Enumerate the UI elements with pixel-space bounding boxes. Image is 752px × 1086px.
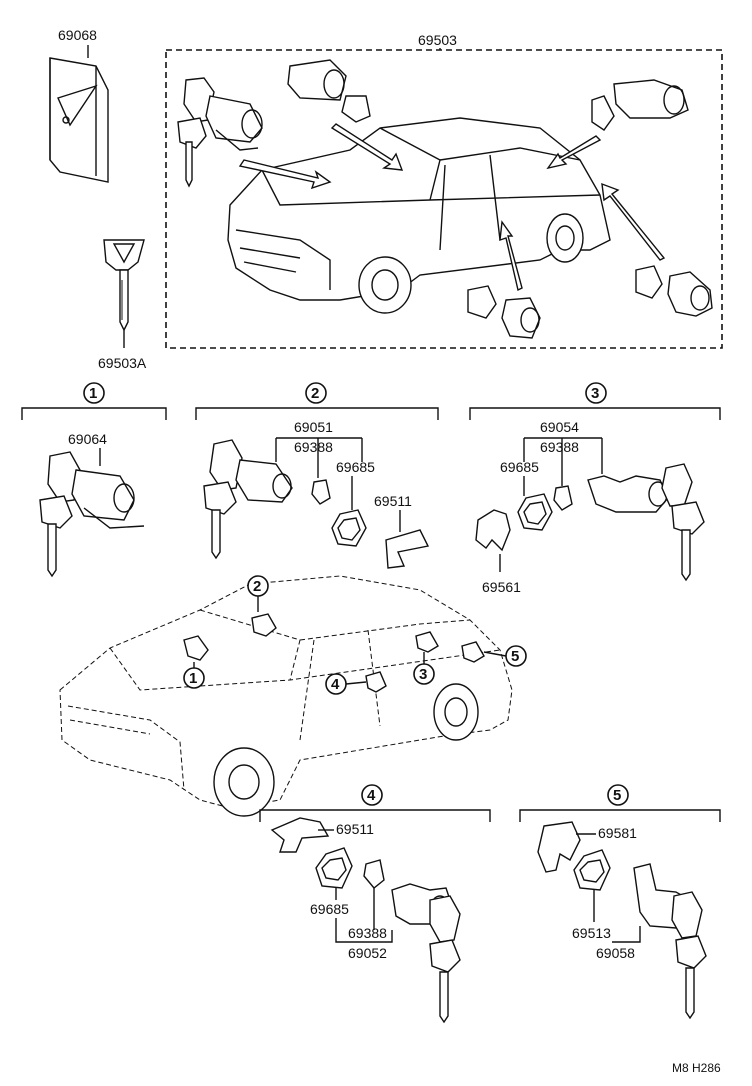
label-69388-group4[interactable]: 69388 <box>348 925 387 941</box>
label-69685-group3[interactable]: 69685 <box>500 459 539 475</box>
label-69052[interactable]: 69052 <box>348 945 387 961</box>
group-3-marker[interactable] <box>585 382 607 404</box>
clip-69561 <box>475 509 511 552</box>
label-69511-group4[interactable]: 69511 <box>336 821 374 837</box>
trunk-cylinder-69058 <box>633 863 707 1020</box>
ignition-cylinder-69051 <box>203 439 293 560</box>
door-cylinder-69052 <box>391 883 461 1024</box>
label-69561[interactable]: 69561 <box>482 579 521 595</box>
arrow-door-bottom <box>499 220 523 292</box>
retainer-69388-group4 <box>363 859 385 889</box>
retainer-69388-group3 <box>553 485 573 511</box>
group-1-marker[interactable] <box>83 382 105 404</box>
label-69503[interactable]: 69503 <box>418 32 457 48</box>
callout-4-marker[interactable] <box>325 673 347 695</box>
group-5-marker[interactable] <box>607 784 629 806</box>
gasket-69685-group2 <box>331 509 367 547</box>
set-boundary-box <box>165 49 723 349</box>
label-69513[interactable]: 69513 <box>572 925 611 941</box>
callout-4-number: 4 <box>331 676 340 693</box>
callout-2-marker[interactable] <box>247 575 269 597</box>
label-69388-group3[interactable]: 69388 <box>540 439 579 455</box>
clip-69511-group2 <box>385 529 430 569</box>
group-3: 3 69054 69388 69685 69561 <box>469 382 721 595</box>
callout-5-number: 5 <box>511 648 519 665</box>
label-69051[interactable]: 69051 <box>294 419 333 435</box>
key-pouch-69068: 69068 <box>49 27 109 183</box>
clip-69511-group4 <box>270 817 330 853</box>
label-69685-group4[interactable]: 69685 <box>310 901 349 917</box>
car-illustration-top <box>227 117 611 314</box>
label-69503A[interactable]: 69503A <box>98 355 147 371</box>
drawing-code: M8 H286 <box>672 1061 721 1075</box>
group-4-number: 4 <box>367 787 376 804</box>
callout-3-marker[interactable] <box>413 663 435 685</box>
group-5-number: 5 <box>613 787 621 804</box>
gasket-69513 <box>573 849 611 891</box>
group-2-number: 2 <box>311 385 319 402</box>
group-5: 5 69581 69513 69058 <box>519 784 721 1020</box>
label-69068[interactable]: 69068 <box>58 27 97 43</box>
door-cylinder-bottom <box>467 285 541 339</box>
label-69511-group2[interactable]: 69511 <box>374 493 412 509</box>
door-cylinder-69054 <box>587 463 705 582</box>
callout-3-number: 3 <box>419 666 427 683</box>
callout-1-number: 1 <box>189 670 197 687</box>
label-69054[interactable]: 69054 <box>540 419 579 435</box>
group-1-number: 1 <box>89 385 97 402</box>
arrow-hatch <box>546 135 602 170</box>
label-69685-group2[interactable]: 69685 <box>336 459 375 475</box>
arrow-trunk <box>601 182 666 261</box>
door-cylinder-top <box>287 59 371 123</box>
group-4: 4 69511 69685 69388 69052 <box>259 784 491 1024</box>
lock-set-69503: 69503 <box>165 32 723 349</box>
group-2-marker[interactable] <box>305 382 327 404</box>
car-illustration-middle: 1 2 3 4 5 <box>59 575 527 817</box>
clip-69581 <box>537 821 581 873</box>
retainer-69388-group2 <box>311 479 331 505</box>
group-3-number: 3 <box>591 385 599 402</box>
key-69503A: 69503A <box>98 239 147 371</box>
gasket-69685-group4 <box>315 847 353 889</box>
callout-5-marker[interactable] <box>505 645 527 667</box>
trunk-cylinder-top <box>635 265 713 317</box>
group-2: 2 69051 69388 69685 69511 <box>195 382 439 569</box>
gasket-69685-group3 <box>517 493 553 531</box>
ignition-cylinder-69503 <box>177 77 263 188</box>
label-69058[interactable]: 69058 <box>596 945 635 961</box>
group-1: 1 69064 <box>21 382 167 578</box>
label-69388-group2[interactable]: 69388 <box>294 439 333 455</box>
callout-1-marker[interactable] <box>183 667 205 689</box>
arrow-ignition <box>238 159 332 190</box>
arrow-door-top <box>330 123 404 171</box>
label-69064[interactable]: 69064 <box>68 431 107 447</box>
ignition-cylinder-69064 <box>39 451 145 578</box>
label-69581[interactable]: 69581 <box>598 825 637 841</box>
hatch-cylinder-top <box>591 79 689 131</box>
callout-2-number: 2 <box>253 578 261 595</box>
group-4-marker[interactable] <box>361 784 383 806</box>
